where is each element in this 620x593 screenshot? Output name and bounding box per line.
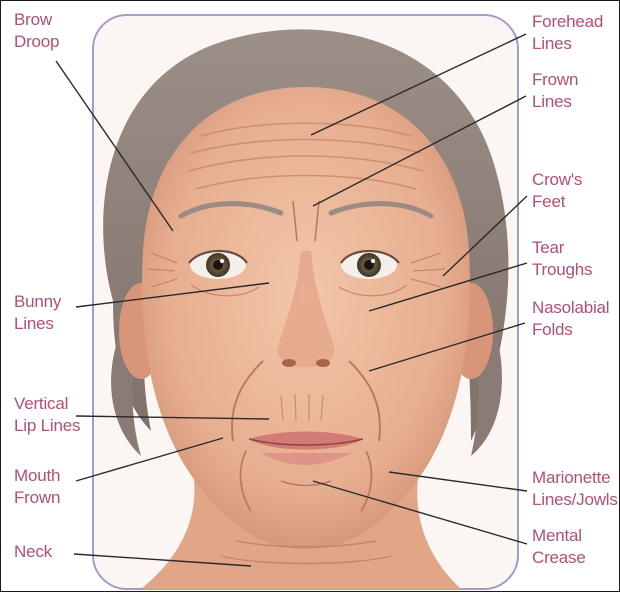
label-vertical-lip-lines-line2: Lip Lines — [14, 415, 80, 437]
label-marionette-lines: Marionette Lines/Jowls — [532, 467, 618, 511]
label-forehead-lines: Forehead Lines — [532, 11, 603, 55]
label-mouth-frown-line1: Mouth — [14, 465, 60, 487]
label-mouth-frown: Mouth Frown — [14, 465, 60, 509]
label-frown-lines-line1: Frown — [532, 69, 578, 91]
label-bunny-lines-line1: Bunny — [14, 291, 61, 313]
label-frown-lines-line2: Lines — [532, 91, 578, 113]
label-mental-crease-line1: Mental — [532, 525, 586, 547]
label-crows-feet: Crow's Feet — [532, 169, 582, 213]
label-frown-lines: Frown Lines — [532, 69, 578, 113]
label-forehead-lines-line2: Lines — [532, 33, 603, 55]
label-forehead-lines-line1: Forehead — [532, 11, 603, 33]
label-vertical-lip-lines: Vertical Lip Lines — [14, 393, 80, 437]
label-brow-droop-line2: Droop — [14, 31, 59, 53]
label-crows-feet-line2: Feet — [532, 191, 582, 213]
label-bunny-lines: Bunny Lines — [14, 291, 61, 335]
label-mental-crease-line2: Crease — [532, 547, 586, 569]
label-bunny-lines-line2: Lines — [14, 313, 61, 335]
label-brow-droop-line1: Brow — [14, 9, 59, 31]
label-tear-troughs-line2: Troughs — [532, 259, 592, 281]
label-mouth-frown-line2: Frown — [14, 487, 60, 509]
label-tear-troughs-line1: Tear — [532, 237, 592, 259]
label-nasolabial-folds-line2: Folds — [532, 319, 609, 341]
label-marionette-lines-line2: Lines/Jowls — [532, 489, 618, 511]
label-crows-feet-line1: Crow's — [532, 169, 582, 191]
label-neck-line1: Neck — [14, 541, 52, 563]
label-brow-droop: Brow Droop — [14, 9, 59, 53]
label-neck: Neck — [14, 541, 52, 563]
label-vertical-lip-lines-line1: Vertical — [14, 393, 80, 415]
label-nasolabial-folds-line1: Nasolabial — [532, 297, 609, 319]
label-mental-crease: Mental Crease — [532, 525, 586, 569]
label-nasolabial-folds: Nasolabial Folds — [532, 297, 609, 341]
label-tear-troughs: Tear Troughs — [532, 237, 592, 281]
label-marionette-lines-line1: Marionette — [532, 467, 618, 489]
